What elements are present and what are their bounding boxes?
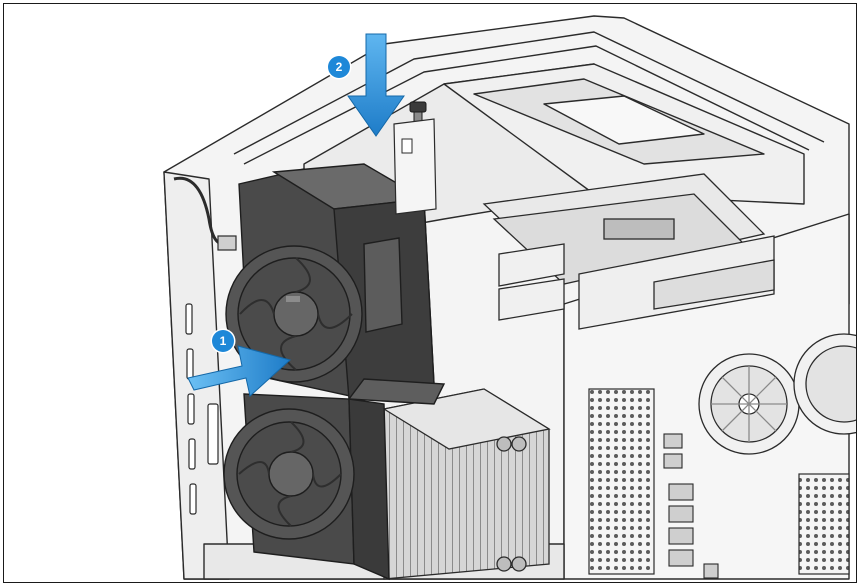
cable-connector <box>217 235 237 251</box>
io-ports <box>663 433 719 579</box>
illustration-frame: 1 2 <box>3 3 857 583</box>
step-2-badge: 2 <box>328 56 350 78</box>
pcie-cards <box>482 173 775 330</box>
mount-bracket <box>393 118 437 215</box>
cpu-heatsink <box>382 388 551 580</box>
rear-vent <box>588 388 655 575</box>
frame-slots <box>185 303 219 515</box>
step-1-badge: 1 <box>212 330 234 352</box>
rear-fans <box>698 333 856 455</box>
bracket-slot <box>401 138 413 154</box>
down-arrow-icon <box>347 33 405 137</box>
fan-shroud <box>223 163 446 581</box>
nas-chassis-illustration <box>163 15 856 581</box>
side-vent <box>798 473 850 575</box>
push-arrow-icon <box>187 345 292 397</box>
